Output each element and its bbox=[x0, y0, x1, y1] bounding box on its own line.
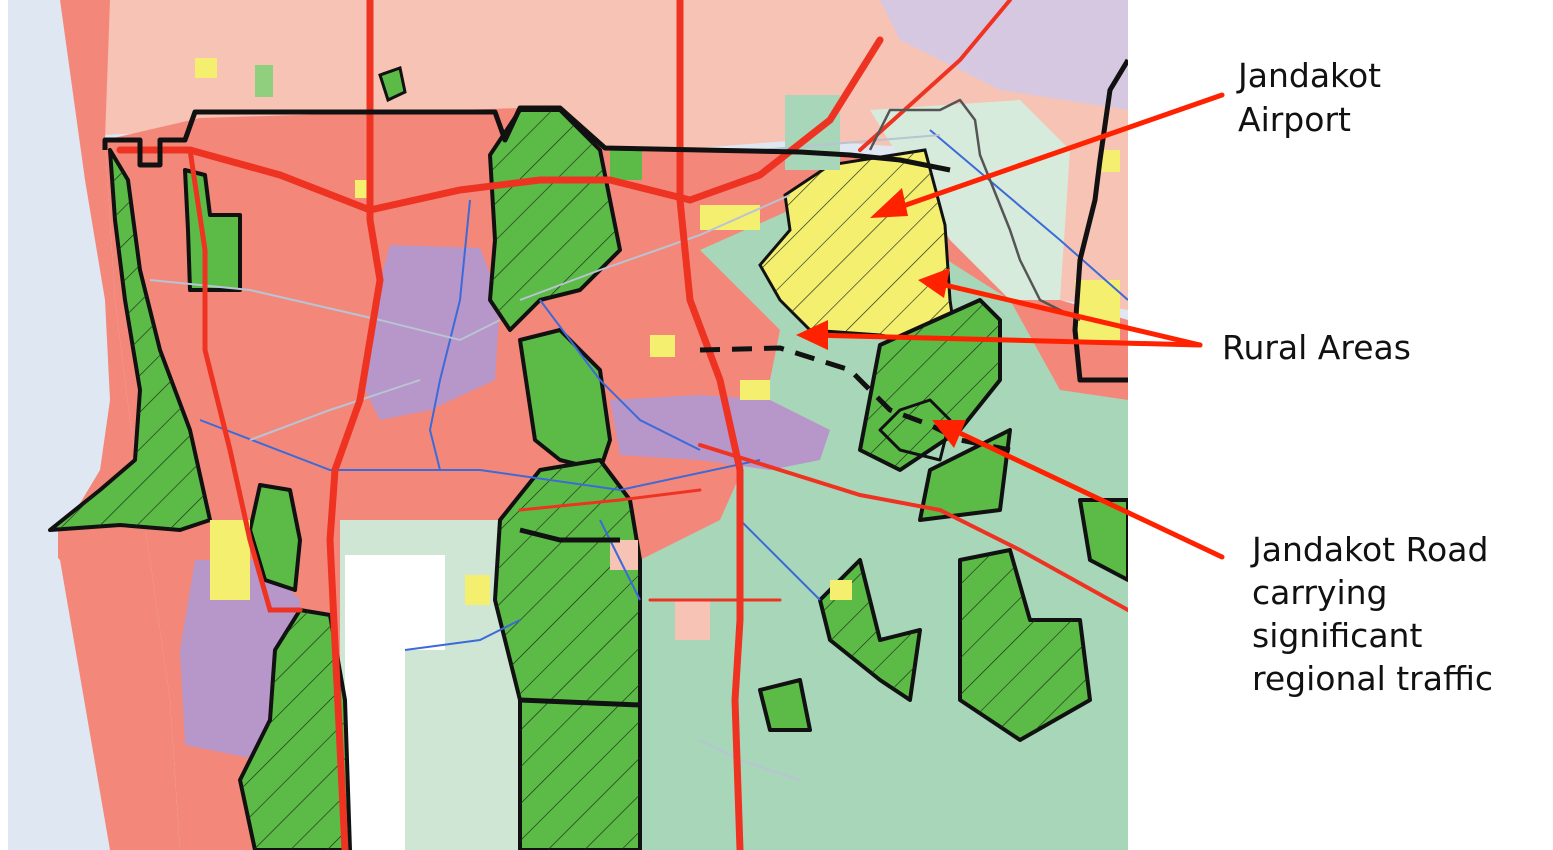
label-jandakot-road: Jandakot Road carrying significant regio… bbox=[1252, 530, 1494, 698]
land-patches bbox=[195, 58, 1120, 640]
highway-northern-link bbox=[116, 36, 884, 214]
boundary-north bbox=[102, 105, 951, 173]
highway-west bbox=[326, 0, 384, 850]
reserve-east-6 bbox=[758, 678, 812, 732]
reserve-east-5 bbox=[1078, 498, 1128, 582]
white-gap bbox=[345, 555, 445, 850]
highways bbox=[116, 0, 1128, 850]
industrial-canning-vale bbox=[610, 395, 830, 470]
boundary-local-east bbox=[878, 398, 952, 462]
highway-coastal bbox=[187, 147, 303, 613]
coast bbox=[30, 0, 180, 850]
boundary-south bbox=[519, 697, 641, 708]
boundary-central bbox=[519, 527, 620, 543]
airport-hatch bbox=[760, 150, 955, 345]
label-jandakot-airport: Jandakot Airport bbox=[1238, 56, 1382, 139]
arrow-rural-2 bbox=[807, 332, 1203, 348]
urban-light-north bbox=[60, 0, 1128, 310]
reserve-hatching bbox=[50, 110, 1090, 850]
boundary-rural-outline bbox=[868, 98, 1081, 322]
municipal-boundaries bbox=[102, 58, 1128, 708]
highway-northeast bbox=[858, 0, 1012, 152]
arrow-airport bbox=[880, 92, 1225, 216]
highway-kwinana bbox=[676, 0, 744, 850]
industrial-northeast bbox=[880, 0, 1128, 110]
road-jandakot bbox=[698, 443, 1128, 612]
boundary-east bbox=[1072, 58, 1128, 383]
arrow-rural-1 bbox=[929, 279, 1203, 348]
jandakot-road-dashed bbox=[699, 345, 1011, 453]
label-rural-areas: Rural Areas bbox=[1222, 328, 1411, 367]
annotation-arrows bbox=[796, 92, 1225, 560]
coastal-strip bbox=[8, 0, 58, 850]
arrow-road bbox=[944, 424, 1225, 560]
